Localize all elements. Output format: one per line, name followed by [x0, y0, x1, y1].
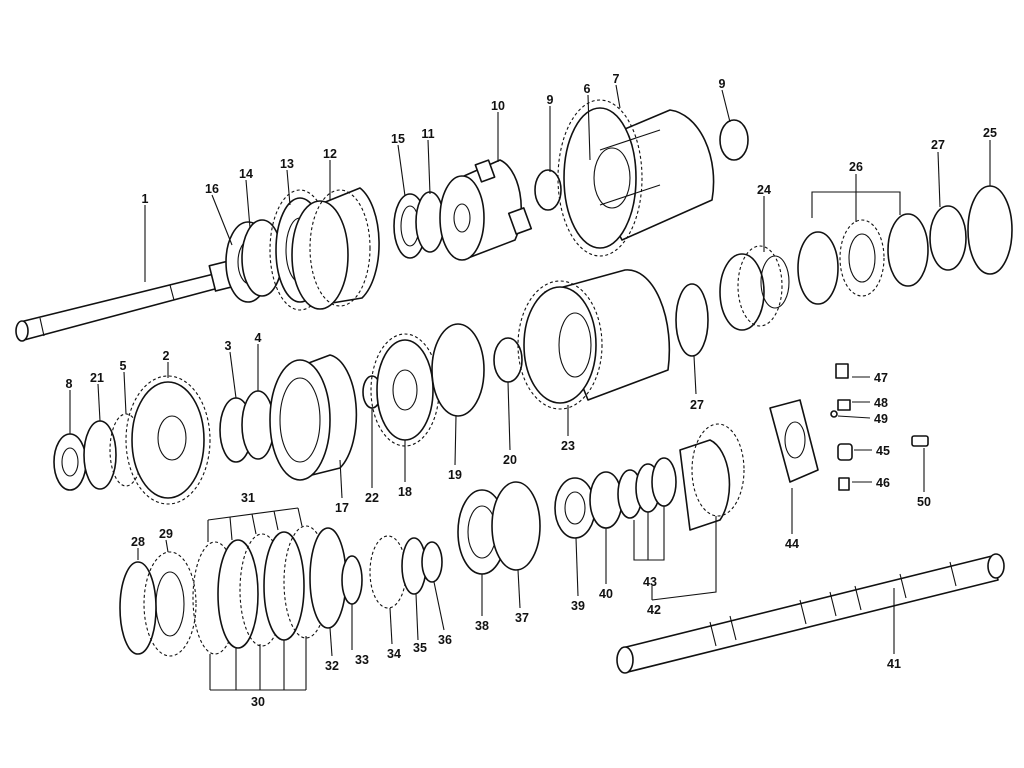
label-46: 46 — [876, 476, 890, 490]
label-21: 21 — [90, 371, 104, 385]
label-6: 6 — [584, 82, 591, 96]
label-25: 25 — [983, 126, 997, 140]
part-14-16-hub — [225, 219, 283, 303]
part-20-small-ring — [493, 337, 523, 383]
label-35: 35 — [413, 641, 427, 655]
part-45-cap — [837, 443, 853, 461]
part-7-drum — [557, 99, 715, 257]
part-39-40-rings — [554, 471, 623, 539]
label-7: 7 — [613, 72, 620, 86]
part-23-large-drum — [517, 269, 671, 410]
label-38: 38 — [475, 619, 489, 633]
label-27-top: 27 — [931, 138, 945, 152]
part-19-large-ring — [431, 323, 485, 417]
label-5: 5 — [120, 359, 127, 373]
part-44-plate — [769, 399, 819, 483]
label-13: 13 — [280, 157, 294, 171]
label-24: 24 — [757, 183, 771, 197]
part-2-housing — [125, 375, 211, 505]
part-9-snap-ring-left — [534, 169, 562, 211]
label-32: 32 — [325, 659, 339, 673]
part-10-carrier — [439, 159, 533, 261]
label-44: 44 — [785, 537, 799, 551]
label-22: 22 — [365, 491, 379, 505]
label-41: 41 — [887, 657, 901, 671]
label-19: 19 — [448, 468, 462, 482]
label-1: 1 — [142, 192, 149, 206]
label-36: 36 — [438, 633, 452, 647]
part-3-4-rings — [219, 390, 275, 463]
part-41-output-shaft — [616, 553, 1005, 674]
part-48-49-clip — [830, 399, 851, 418]
part-30-31-disc-stack — [192, 525, 347, 655]
callout-labels: 1 2 3 4 5 6 7 8 9 9 10 11 12 13 14 15 16… — [66, 72, 997, 709]
label-14: 14 — [239, 167, 253, 181]
label-50: 50 — [917, 495, 931, 509]
part-11-15-rings — [393, 191, 445, 259]
part-50-bolt — [911, 435, 929, 447]
label-10: 10 — [491, 99, 505, 113]
label-33: 33 — [355, 653, 369, 667]
leader-lines — [69, 84, 991, 691]
label-26: 26 — [849, 160, 863, 174]
label-16: 16 — [205, 182, 219, 196]
part-18-sun-gear — [370, 333, 440, 447]
part-42-43-gear-assembly — [617, 423, 745, 531]
label-42: 42 — [647, 603, 661, 617]
part-27-ring-top — [929, 205, 967, 271]
part-24-sleeve — [719, 245, 790, 331]
label-47: 47 — [874, 371, 888, 385]
part-37-38-piston — [457, 481, 541, 575]
label-48: 48 — [874, 396, 888, 410]
label-28: 28 — [131, 535, 145, 549]
label-31: 31 — [241, 491, 255, 505]
label-17: 17 — [335, 501, 349, 515]
label-11: 11 — [421, 127, 434, 141]
label-40: 40 — [599, 587, 613, 601]
label-8: 8 — [66, 377, 73, 391]
label-12: 12 — [323, 147, 337, 161]
part-8-21-5-rings — [53, 413, 143, 491]
part-46-screw — [838, 477, 850, 491]
label-43: 43 — [643, 575, 657, 589]
label-2: 2 — [163, 349, 170, 363]
label-29: 29 — [159, 527, 173, 541]
part-17-drum — [269, 354, 358, 481]
label-18: 18 — [398, 485, 412, 499]
label-9-right: 9 — [719, 77, 726, 91]
label-23: 23 — [561, 439, 575, 453]
label-27-middle: 27 — [690, 398, 704, 412]
part-33-36-rings — [341, 535, 443, 609]
part-12-clutch-drum — [291, 187, 380, 310]
part-26-bearing-set — [797, 213, 929, 305]
label-45: 45 — [876, 444, 890, 458]
part-28-29-plates — [119, 551, 197, 657]
label-4: 4 — [255, 331, 262, 345]
label-9-left: 9 — [547, 93, 554, 107]
label-49: 49 — [874, 412, 888, 426]
part-1-input-shaft — [15, 258, 244, 342]
label-20: 20 — [503, 453, 517, 467]
label-34: 34 — [387, 647, 401, 661]
part-47-small-fitting — [835, 363, 849, 379]
label-3: 3 — [225, 339, 232, 353]
part-9-snap-ring-right — [719, 119, 749, 161]
label-15: 15 — [391, 132, 405, 146]
part-25-large-ring — [967, 185, 1013, 275]
part-27-ring-middle — [675, 283, 709, 357]
label-30: 30 — [251, 695, 265, 709]
label-37: 37 — [515, 611, 529, 625]
label-39: 39 — [571, 599, 585, 613]
